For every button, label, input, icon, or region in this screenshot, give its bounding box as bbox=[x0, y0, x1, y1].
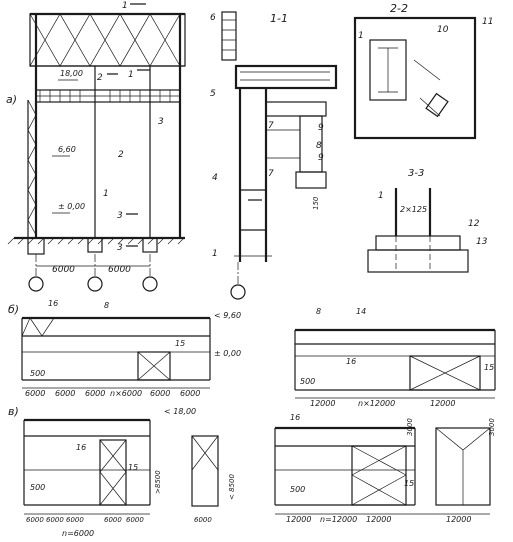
dim-v2-12000-1: 12000 bbox=[286, 515, 311, 524]
dim-b2-n12000: n×12000 bbox=[358, 399, 395, 408]
dim-v2-3000-2: 3000 bbox=[488, 418, 496, 436]
callout-b2-14: 14 bbox=[356, 307, 366, 316]
callout-a-1: 1 bbox=[103, 189, 109, 199]
callout-v-16: 16 bbox=[76, 443, 86, 452]
callout-1-1-7a: 7 bbox=[268, 121, 274, 131]
elev-1800-v: < 18,00 bbox=[164, 407, 196, 416]
callout-a-3-cut: 3 bbox=[117, 211, 123, 221]
callout-v2-16: 16 bbox=[290, 413, 300, 422]
dim-v-6000-6: 6000 bbox=[194, 516, 212, 524]
dim-b2-500: 500 bbox=[300, 377, 315, 386]
dim-b-6000-3: 6000 bbox=[85, 389, 105, 398]
dim-b-6000-5: 6000 bbox=[180, 389, 200, 398]
dim-v2-500: 500 bbox=[290, 485, 305, 494]
section-2-2-label: 2-2 bbox=[390, 2, 408, 15]
elev-000-b: ± 0,00 bbox=[214, 349, 241, 358]
dim-v2-n12000: n=12000 bbox=[320, 515, 357, 524]
callout-1-1-7b: 7 bbox=[268, 169, 274, 179]
callout-1-1-1: 1 bbox=[212, 249, 218, 259]
dim-a-6000-1: 6000 bbox=[52, 265, 75, 275]
callout-1-1-8: 8 bbox=[316, 141, 322, 151]
view-b-label: б) bbox=[8, 303, 19, 316]
callout-1-1-6: 6 bbox=[210, 13, 216, 23]
callout-a-1-top: 1 bbox=[122, 1, 128, 11]
dim-v-6000-3: 6000 bbox=[66, 516, 84, 524]
callout-a-1-cut: 1 bbox=[128, 70, 134, 80]
section-1-1-label: 1-1 bbox=[270, 12, 288, 25]
dim-v-6000-1: 6000 bbox=[26, 516, 44, 524]
dim-v-6000-5: 6000 bbox=[126, 516, 144, 524]
section-2-2: 2-2 1 10 11 bbox=[353, 2, 493, 140]
dim-v2-3000-1: 3000 bbox=[406, 418, 414, 436]
dim-b2-12000-1: 12000 bbox=[310, 399, 335, 408]
view-v-label: в) bbox=[8, 405, 19, 418]
dim-v-n6000: n=6000 bbox=[62, 529, 94, 538]
dim-a-6000-2: 6000 bbox=[108, 265, 131, 275]
dim-3-3-spacing: 2×125 bbox=[400, 205, 427, 214]
callout-b2-15: 15 bbox=[484, 363, 494, 372]
elev-660: 6,60 bbox=[58, 145, 76, 154]
dim-b-6000-1: 6000 bbox=[25, 389, 45, 398]
view-a-label: а) bbox=[6, 93, 17, 106]
elev-960: < 9,60 bbox=[214, 311, 241, 320]
callout-v-15: 15 bbox=[128, 463, 138, 472]
dim-v2-12000-2: 12000 bbox=[366, 515, 391, 524]
callout-v2-15: 15 bbox=[404, 479, 414, 488]
callout-1-1-4: 4 bbox=[212, 173, 218, 183]
callout-1-1-9b: 9 bbox=[318, 153, 324, 163]
dim-b-n6000: n×6000 bbox=[110, 389, 142, 398]
callout-b2-8: 8 bbox=[316, 307, 321, 316]
callout-a-3: 3 bbox=[158, 117, 164, 127]
callout-2-2-1: 1 bbox=[358, 31, 364, 41]
view-b-right-elevation: 500 12000 n×12000 12000 8 14 16 15 bbox=[294, 307, 496, 408]
callout-b-16: 16 bbox=[48, 299, 58, 308]
callout-b-8: 8 bbox=[104, 301, 109, 310]
callout-a-3-cut2: 3 bbox=[117, 243, 123, 253]
section-1-1: 1-1 6 5 7 8 9 7 4 1 9 150 bbox=[210, 11, 338, 300]
callout-a-2-cut: 2 bbox=[97, 73, 103, 83]
dim-v-6000-4: 6000 bbox=[104, 516, 122, 524]
section-3-3: 3-3 2×125 1 12 13 bbox=[367, 168, 488, 273]
callout-1-1-9: 9 bbox=[318, 123, 324, 133]
dim-b-500: 500 bbox=[30, 369, 45, 378]
dim-v2-12000-3: 12000 bbox=[446, 515, 471, 524]
view-v-right-elevation: 3000 3000 500 12000 n=12000 12000 12000 … bbox=[274, 413, 496, 524]
dim-b-6000-4: 6000 bbox=[150, 389, 170, 398]
callout-b2-16: 16 bbox=[346, 357, 356, 366]
view-b-left-elevation: б) < 9,60 ± 0,00 500 6000 6000 6000 n×60… bbox=[8, 299, 241, 398]
callout-3-3-12: 12 bbox=[468, 219, 480, 229]
dim-v-8500-right: < 8500 bbox=[228, 474, 236, 500]
view-v-left-elevation: в) < 18,00 >8500 < 8500 500 6000 6000 60… bbox=[8, 405, 236, 538]
callout-a-2: 2 bbox=[118, 150, 124, 160]
elev-000-a: ± 0,00 bbox=[58, 202, 85, 211]
dim-v-6000-2: 6000 bbox=[46, 516, 64, 524]
callout-3-3-1: 1 bbox=[378, 191, 384, 201]
elev-18: 18,00 bbox=[60, 69, 83, 78]
section-3-3-label: 3-3 bbox=[408, 168, 424, 179]
callout-3-3-13: 13 bbox=[476, 237, 488, 247]
dim-b-6000-2: 6000 bbox=[55, 389, 75, 398]
callout-2-2-10: 10 bbox=[437, 25, 449, 35]
callout-b-15: 15 bbox=[175, 339, 185, 348]
dim-v-8500-left: >8500 bbox=[154, 470, 162, 494]
dim-b2-12000-2: 12000 bbox=[430, 399, 455, 408]
view-a-cross-section: а) 6000 6000 18,00 bbox=[6, 1, 186, 292]
dim-v-500: 500 bbox=[30, 483, 45, 492]
callout-2-2-11: 11 bbox=[482, 17, 493, 27]
callout-1-1-5: 5 bbox=[210, 89, 216, 99]
dim-1-1-150: 150 bbox=[312, 196, 320, 210]
